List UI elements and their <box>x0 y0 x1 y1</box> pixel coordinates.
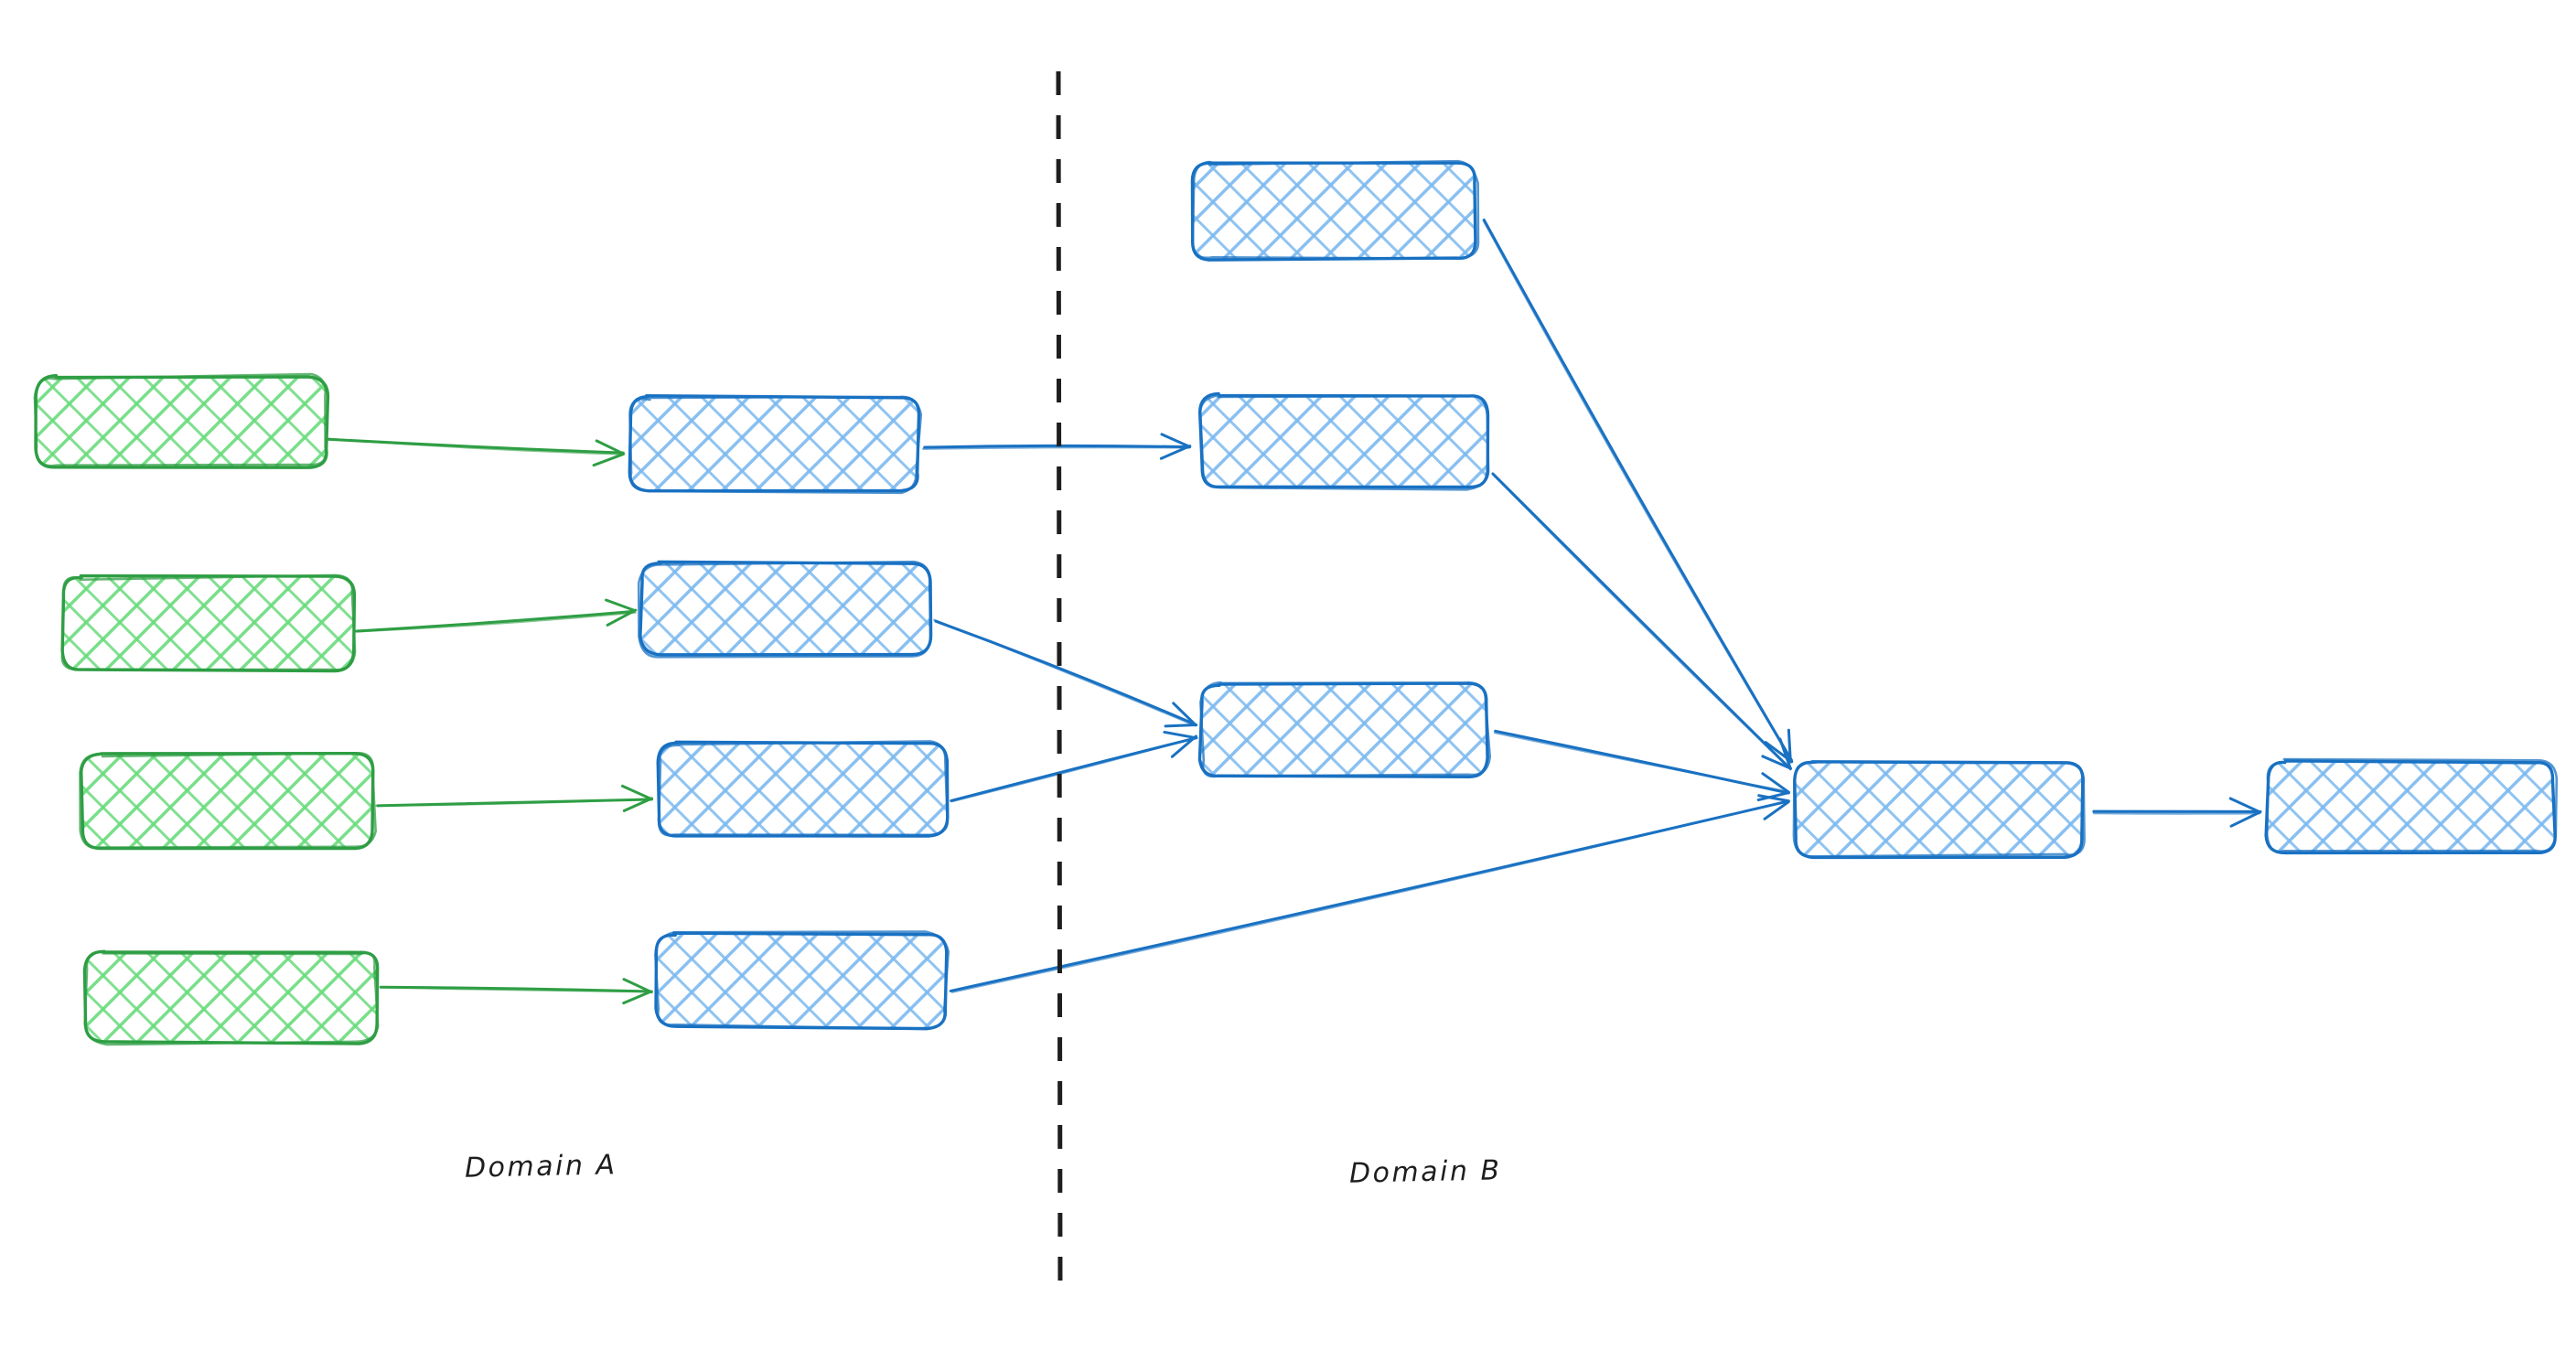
node-fill <box>629 397 918 490</box>
node-b-node-3[interactable] <box>1197 681 1492 778</box>
divider-layer <box>1056 70 1063 1298</box>
node-outline <box>1792 760 2086 858</box>
edge-e10 <box>1491 472 1793 771</box>
node-outline <box>60 573 357 671</box>
edge-e8 <box>949 794 1791 993</box>
edge-shaft <box>933 618 1197 727</box>
node-b-node-1[interactable] <box>1190 159 1480 262</box>
node-outline <box>657 740 950 837</box>
edge-shaft <box>355 611 637 633</box>
edge-arrowhead <box>1163 730 1198 740</box>
node-b-final[interactable] <box>2264 757 2559 855</box>
edge-shaft <box>1482 218 1794 762</box>
node-outline <box>33 372 327 467</box>
edge-shaft <box>1491 472 1792 770</box>
node-fill <box>86 951 377 1043</box>
node-fill <box>641 563 930 655</box>
node-fill <box>1201 684 1487 777</box>
edge-arrowhead <box>1172 702 1197 727</box>
node-a-src-1[interactable] <box>33 372 330 469</box>
edge-arrowhead <box>1778 737 1792 770</box>
node-a-mid-3[interactable] <box>656 740 950 838</box>
edge-shaft <box>380 986 652 993</box>
node-fill <box>658 743 947 836</box>
edge-arrowhead <box>1160 433 1192 448</box>
edge-arrowhead <box>620 784 654 801</box>
node-fill <box>657 934 946 1027</box>
edge-shaft <box>1492 474 1792 771</box>
node-outline <box>654 930 950 1031</box>
edge-arrowhead <box>606 608 638 627</box>
edge-arrowhead <box>1761 772 1790 794</box>
node-a-mid-2[interactable] <box>637 560 933 659</box>
edge-arrowhead <box>595 439 625 456</box>
node-a-src-3[interactable] <box>79 751 377 851</box>
edge-shaft <box>375 798 654 807</box>
edge-shaft <box>355 609 636 633</box>
edge-arrowhead <box>622 978 653 994</box>
edge-e6 <box>933 618 1198 728</box>
node-outline <box>2265 757 2559 853</box>
node-outline <box>637 560 932 659</box>
node-fill <box>82 755 373 848</box>
edge-arrowhead <box>1757 794 1790 803</box>
edge-e5 <box>922 433 1192 460</box>
edge-shaft <box>922 446 1190 450</box>
edge-arrowhead <box>605 598 637 612</box>
edges-layer <box>327 218 2262 1005</box>
node-outline <box>628 395 923 495</box>
node-fill <box>1201 395 1487 488</box>
edge-arrowhead <box>2229 810 2262 828</box>
edge-e1 <box>327 437 626 467</box>
edge-e2 <box>355 598 638 633</box>
node-a-mid-1[interactable] <box>628 393 923 495</box>
edge-e3 <box>375 784 654 812</box>
node-a-mid-4[interactable] <box>654 930 950 1031</box>
edge-e9 <box>1482 218 1794 764</box>
edge-arrowhead <box>592 453 625 467</box>
domain-divider-line <box>1056 70 1063 1298</box>
edge-shaft <box>951 799 1791 993</box>
edge-e12 <box>2092 797 2262 828</box>
edge-arrowhead <box>1763 800 1790 820</box>
edge-arrowhead <box>1159 445 1192 460</box>
node-b-merge[interactable] <box>1792 760 2086 860</box>
node-outline <box>1191 159 1480 260</box>
node-fill <box>1795 762 2083 856</box>
edge-arrowhead <box>2228 797 2260 813</box>
node-fill <box>2267 762 2554 853</box>
node-a-src-4[interactable] <box>82 949 380 1046</box>
node-fill <box>37 377 327 467</box>
edge-arrowhead <box>1787 728 1792 764</box>
node-b-node-2[interactable] <box>1197 391 1490 491</box>
edge-arrowhead <box>1761 755 1793 770</box>
edge-e7 <box>950 730 1198 803</box>
node-outline <box>1199 681 1492 778</box>
node-outline <box>1198 393 1490 491</box>
edge-shaft <box>1482 219 1794 764</box>
edge-e4 <box>379 978 653 1005</box>
edge-shaft <box>949 799 1790 992</box>
edge-arrowhead <box>1164 723 1197 728</box>
edge-shaft <box>1493 731 1790 793</box>
node-outline <box>83 950 380 1046</box>
node-fill <box>1192 164 1476 259</box>
edge-shaft <box>950 736 1197 803</box>
node-a-src-2[interactable] <box>60 573 357 673</box>
edge-arrowhead <box>1170 734 1197 758</box>
edge-arrowhead <box>1756 791 1791 802</box>
nodes-layer <box>33 159 2559 1046</box>
domain-a-label: Domain A <box>464 1149 617 1184</box>
edge-shaft <box>327 437 626 456</box>
edge-arrowhead <box>622 797 654 812</box>
edge-e11 <box>1493 729 1791 802</box>
domain-b-label: Domain B <box>1348 1154 1502 1190</box>
node-fill <box>62 577 353 670</box>
node-outline <box>79 752 377 850</box>
edge-arrowhead <box>622 990 652 1005</box>
